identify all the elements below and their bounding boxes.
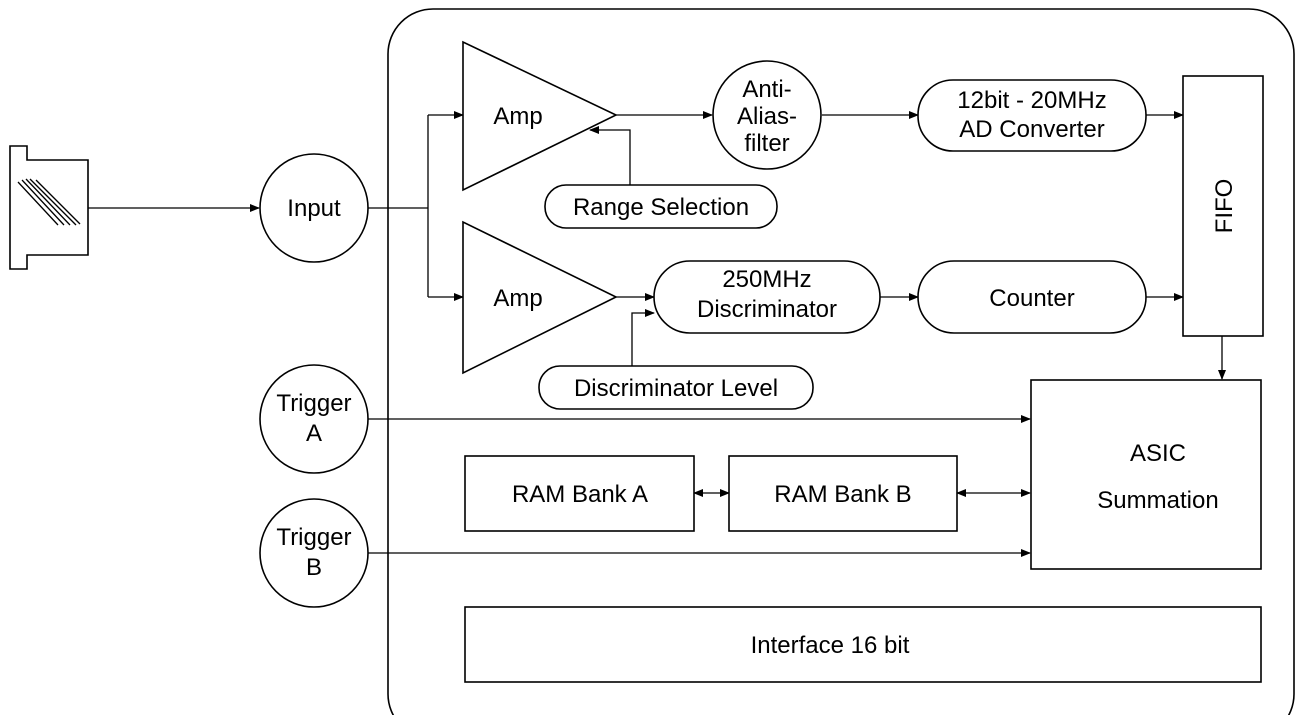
detector-crystal-icon [9, 145, 89, 270]
discriminator-level: Discriminator Level [538, 365, 814, 410]
interface-16bit: Interface 16 bit [464, 606, 1262, 683]
antialias-filter: Anti- Alias- filter [712, 60, 822, 170]
range-selection-label: Range Selection [573, 194, 749, 221]
trigger-a-line1: Trigger [276, 390, 351, 417]
amplifier-top-label: Amp [493, 103, 542, 130]
fifo: FIFO [1182, 75, 1264, 337]
discriminator-line1: 250MHz [722, 266, 811, 293]
interface-label: Interface 16 bit [751, 632, 910, 659]
amplifier-bottom-label: Amp [493, 285, 542, 312]
discriminator-level-label: Discriminator Level [574, 375, 778, 402]
ram-bank-a: RAM Bank A [464, 455, 695, 532]
asic-summation: ASIC Summation [1030, 379, 1262, 570]
discriminator-line2: Discriminator [697, 296, 837, 323]
trigger-b-line1: Trigger [276, 524, 351, 551]
ram-bank-b-label: RAM Bank B [774, 481, 911, 508]
trigger-b-line2: B [306, 554, 322, 581]
counter-label: Counter [989, 285, 1074, 312]
device-frame [387, 8, 1295, 715]
trigger-a-line2: A [306, 420, 322, 447]
fifo-label: FIFO [1211, 179, 1238, 234]
antialias-label-line1: Anti- [742, 76, 791, 103]
amplifier-top: Amp [462, 40, 618, 192]
asic-line2: Summation [1097, 487, 1218, 514]
trigger-b-node: Trigger B [259, 498, 369, 608]
ad-converter-line1: 12bit - 20MHz [957, 87, 1106, 114]
discriminator: 250MHz Discriminator [653, 260, 881, 334]
amplifier-bottom: Amp [462, 220, 618, 375]
ad-converter: 12bit - 20MHz AD Converter [917, 79, 1147, 152]
ram-bank-a-label: RAM Bank A [512, 481, 648, 508]
ram-bank-b: RAM Bank B [728, 455, 958, 532]
connections [88, 111, 1226, 557]
antialias-label-line2: Alias- [737, 103, 797, 130]
asic-line1: ASIC [1130, 440, 1186, 467]
counter: Counter [917, 260, 1147, 334]
input-node: Input [259, 153, 369, 263]
antialias-label-line3: filter [744, 130, 789, 157]
ad-converter-line2: AD Converter [959, 116, 1104, 143]
input-label: Input [287, 195, 341, 222]
trigger-a-node: Trigger A [259, 364, 369, 474]
range-selection: Range Selection [544, 184, 778, 229]
